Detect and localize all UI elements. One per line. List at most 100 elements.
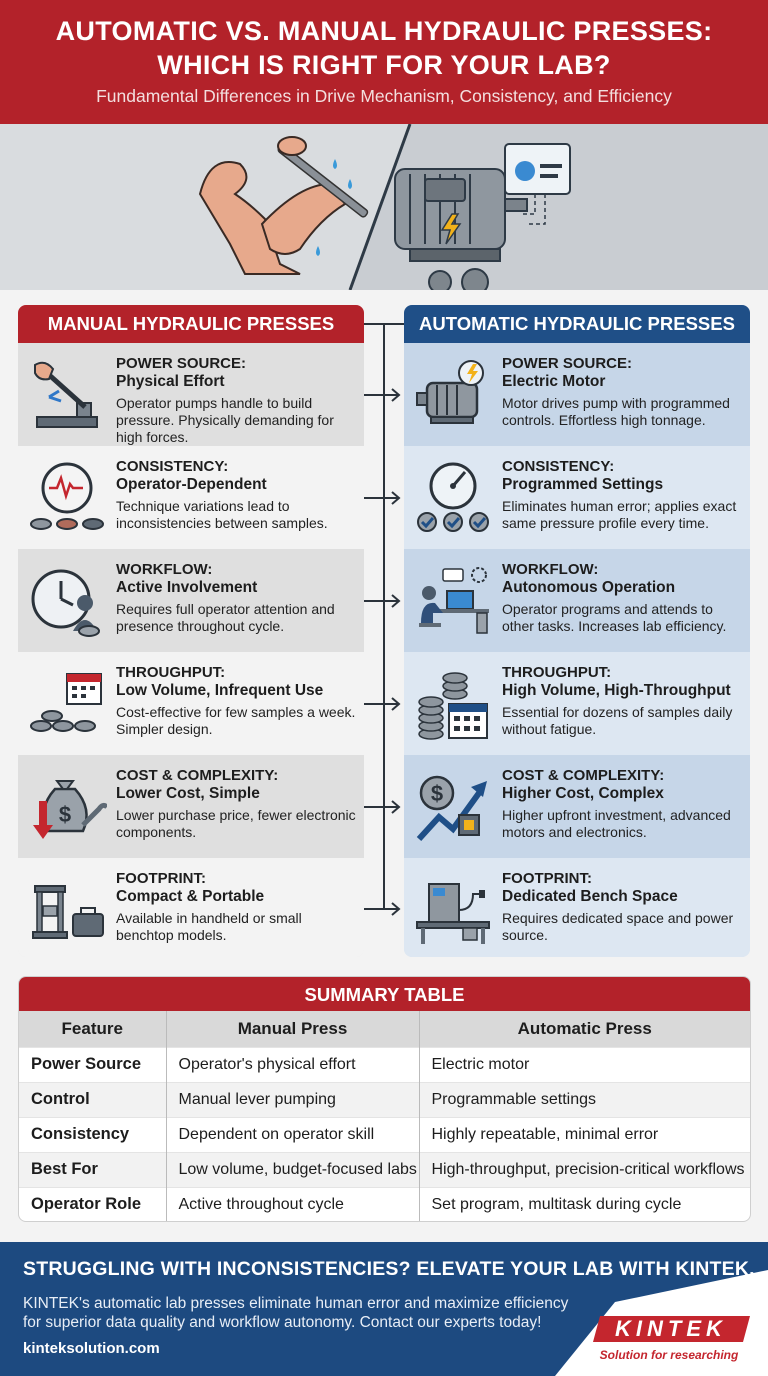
- summary-table: Feature Manual Press Automatic Press Pow…: [19, 1011, 750, 1221]
- erratic-gauge-icon: [18, 446, 116, 549]
- table-cell: Low volume, budget-focused labs: [166, 1151, 420, 1187]
- auto-row-cost: $ COST & COMPLEXITY:Higher Cost, Complex…: [404, 755, 750, 858]
- row-label: CONSISTENCY:: [116, 458, 229, 475]
- automatic-column: AUTOMATIC HYDRAULIC PRESSES POWER SOURCE…: [404, 305, 750, 957]
- table-cell: Best For: [19, 1151, 167, 1187]
- row-description: Higher upfront investment, advanced moto…: [502, 807, 731, 840]
- manual-column-title: MANUAL HYDRAULIC PRESSES: [18, 305, 364, 343]
- svg-text:$: $: [59, 802, 71, 827]
- column-header-feature: Feature: [19, 1011, 167, 1047]
- svg-text:KINTEK: KINTEK: [615, 1316, 727, 1341]
- table-cell: High-throughput, precision-critical work…: [419, 1151, 750, 1187]
- compact-press-briefcase-icon: [18, 858, 116, 957]
- row-label: COST & COMPLEXITY:: [116, 767, 279, 784]
- row-description: Operator pumps handle to build pressure.…: [116, 395, 334, 445]
- svg-text:$: $: [431, 781, 443, 806]
- sample-stacks-calendar-icon: [404, 652, 502, 755]
- row-value: Physical Effort: [116, 373, 225, 390]
- row-value: Dedicated Bench Space: [502, 888, 678, 905]
- row-label: FOOTPRINT:: [502, 870, 592, 887]
- page-title: AUTOMATIC VS. MANUAL HYDRAULIC PRESSES:W…: [55, 16, 713, 80]
- row-value: Higher Cost, Complex: [502, 785, 664, 802]
- dollar-chip-up-arrow-icon: $: [404, 755, 502, 858]
- table-cell: Operator's physical effort: [166, 1046, 420, 1082]
- row-label: FOOTPRINT:: [116, 870, 206, 887]
- row-label: COST & COMPLEXITY:: [502, 767, 665, 784]
- automatic-column-title: AUTOMATIC HYDRAULIC PRESSES: [404, 305, 750, 343]
- row-label: POWER SOURCE:: [502, 355, 633, 372]
- svg-text:Solution for researching: Solution for researching: [600, 1348, 739, 1362]
- few-samples-calendar-icon: [18, 652, 116, 755]
- money-bag-down-arrow-icon: $: [18, 755, 116, 858]
- row-description: Cost-effective for few samples a week. S…: [116, 704, 356, 737]
- table-cell: Active throughout cycle: [166, 1186, 420, 1221]
- row-value: Autonomous Operation: [502, 579, 676, 596]
- gauge-checkmarks-icon: [404, 446, 502, 549]
- row-value: Low Volume, Infrequent Use: [116, 682, 324, 699]
- connector-arrows: [364, 323, 404, 916]
- row-description: Available in handheld or small benchtop …: [116, 910, 302, 943]
- row-description: Motor drives pump with programmed contro…: [502, 395, 730, 428]
- row-label: WORKFLOW:: [502, 561, 599, 578]
- footer-cta: STRUGGLING WITH INCONSISTENCIES? ELEVATE…: [0, 1242, 768, 1376]
- manual-column: MANUAL HYDRAULIC PRESSES POWER SOURCE:Ph…: [18, 305, 364, 957]
- operator-at-desk-icon: [404, 549, 502, 652]
- row-value: High Volume, High-Throughput: [502, 682, 731, 699]
- header-banner: AUTOMATIC VS. MANUAL HYDRAULIC PRESSES:W…: [0, 0, 768, 124]
- flexed-arm-pumping-lever-icon: [198, 136, 369, 275]
- page-subtitle: Fundamental Differences in Drive Mechani…: [96, 86, 672, 106]
- summary-table-panel: SUMMARY TABLE Feature Manual Press Autom…: [18, 976, 751, 1222]
- row-description: Operator programs and attends to other t…: [502, 601, 727, 634]
- row-label: THROUGHPUT:: [502, 664, 612, 681]
- bench-machine-icon: [404, 858, 502, 957]
- table-cell: Power Source: [19, 1046, 167, 1082]
- clock-operator-icon: [18, 549, 116, 652]
- table-cell: Consistency: [19, 1116, 167, 1152]
- row-description: Requires full operator attention and pre…: [116, 601, 335, 634]
- table-cell: Manual lever pumping: [166, 1081, 420, 1117]
- row-label: THROUGHPUT:: [116, 664, 226, 681]
- table-cell: Highly repeatable, minimal error: [419, 1116, 750, 1152]
- electric-motor-gears-dashboard-icon: [394, 143, 571, 290]
- kintek-logo[interactable]: KINTEK Solution for researching: [555, 1242, 768, 1376]
- row-label: POWER SOURCE:: [116, 355, 247, 372]
- column-header-automatic: Automatic Press: [419, 1011, 750, 1047]
- table-cell: Dependent on operator skill: [166, 1116, 420, 1152]
- footer-body: KINTEK's automatic lab presses eliminate…: [23, 1295, 569, 1331]
- row-label: CONSISTENCY:: [502, 458, 615, 475]
- electric-motor-icon: [404, 343, 502, 446]
- row-value: Compact & Portable: [116, 888, 265, 905]
- row-description: Eliminates human error; applies exact sa…: [502, 498, 737, 531]
- row-label: WORKFLOW:: [116, 561, 213, 578]
- row-value: Active Involvement: [116, 579, 258, 596]
- table-cell: Operator Role: [19, 1186, 167, 1221]
- table-cell: Set program, multitask during cycle: [419, 1186, 750, 1221]
- row-value: Programmed Settings: [502, 476, 664, 493]
- row-value: Operator-Dependent: [116, 476, 267, 493]
- row-value: Electric Motor: [502, 373, 606, 390]
- hero-illustration: [0, 124, 768, 290]
- row-description: Lower purchase price, fewer electronic c…: [116, 807, 356, 840]
- website-link[interactable]: kinteksolution.com: [23, 1340, 160, 1357]
- table-cell: Programmable settings: [419, 1081, 750, 1117]
- row-description: Essential for dozens of samples daily wi…: [502, 704, 733, 737]
- row-value: Lower Cost, Simple: [116, 785, 260, 802]
- table-header-row: Feature Manual Press Automatic Press: [19, 1011, 750, 1047]
- table-cell: Control: [19, 1081, 167, 1117]
